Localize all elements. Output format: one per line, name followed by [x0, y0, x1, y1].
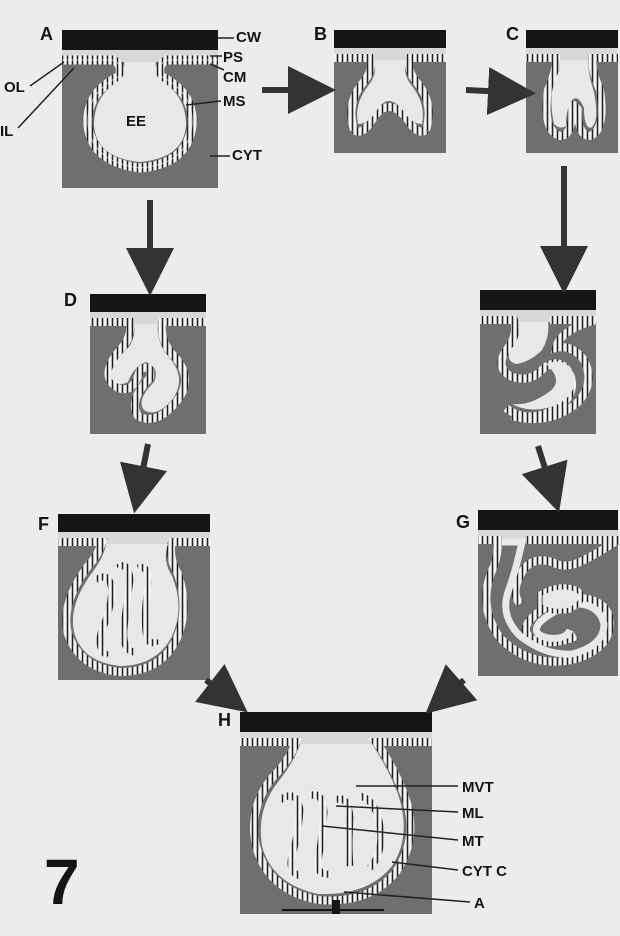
label-mvt: MVT	[462, 779, 494, 796]
label-a-h: A	[474, 895, 485, 912]
label-cw: CW	[236, 29, 262, 46]
panel-d: D	[64, 290, 206, 434]
cell-wall	[334, 30, 446, 48]
panel-e: E	[480, 290, 596, 434]
panel-letter-a: A	[40, 24, 53, 44]
cell-wall	[90, 294, 206, 312]
arrow-f-to-h	[206, 680, 224, 694]
panel-letter-c: C	[506, 24, 519, 44]
panel-f: F	[38, 514, 210, 680]
leader-ol	[30, 62, 64, 86]
panel-g: G	[456, 510, 618, 676]
panel-letter-e: E	[484, 290, 496, 310]
panel-letter-d: D	[64, 290, 77, 310]
arrow-b-to-c	[466, 90, 506, 92]
label-mt: MT	[462, 833, 484, 850]
label-il: IL	[0, 123, 13, 140]
label-ms: MS	[223, 93, 246, 110]
figure-number: 7	[44, 846, 80, 918]
panel-letter-g: G	[456, 512, 470, 532]
panel-h: H MVT ML MT CYT C A	[218, 710, 507, 914]
label-cyt: CYT	[232, 147, 262, 164]
arrow-g-to-h	[448, 680, 464, 694]
panel-letter-b: B	[314, 24, 327, 44]
arrow-d-to-f	[140, 444, 148, 484]
cell-wall	[240, 712, 432, 732]
cell-wall	[526, 30, 618, 48]
arrow-e-to-g	[538, 446, 550, 484]
label-cm: CM	[223, 69, 246, 86]
label-ps: PS	[223, 49, 243, 66]
cell-wall	[480, 290, 596, 310]
panel-letter-h: H	[218, 710, 231, 730]
label-ol: OL	[4, 79, 25, 96]
label-cytc: CYT C	[462, 863, 507, 880]
panel-c: C	[506, 24, 618, 153]
panel-letter-f: F	[38, 514, 49, 534]
panel-b: B	[314, 24, 446, 153]
cell-wall	[478, 510, 618, 530]
panel-a: A EE CW PS CM MS CYT OL IL	[0, 24, 262, 188]
cell-wall	[58, 514, 210, 532]
label-ml: ML	[462, 805, 484, 822]
septum-stub	[332, 900, 340, 914]
label-ee: EE	[126, 113, 146, 130]
vesicle	[540, 587, 582, 612]
cell-wall	[62, 30, 218, 50]
